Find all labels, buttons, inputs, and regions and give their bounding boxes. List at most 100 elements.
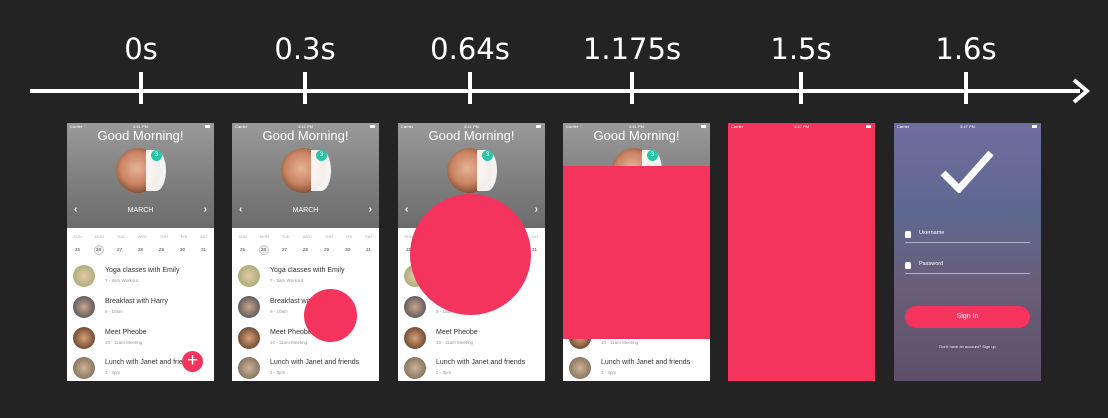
date-row: 25 26 27 28 29 30 31 xyxy=(232,245,379,255)
timeline-tick xyxy=(799,72,803,104)
date-cell[interactable]: 30 xyxy=(179,247,185,252)
item-title: Meet Pheobe xyxy=(105,329,147,336)
list-item[interactable]: Meet Pheobe 10 - 11am Meeting xyxy=(238,325,379,355)
date-cell[interactable]: 27 xyxy=(281,247,287,252)
item-title: Breakfast with Harry xyxy=(105,298,169,305)
list-item[interactable]: Lunch with Janet and friends 2 - 3pm xyxy=(238,355,379,381)
password-placeholder: Password xyxy=(919,261,944,267)
avatar xyxy=(238,327,260,349)
date-cell-selected[interactable]: 26 xyxy=(93,245,104,255)
avatar xyxy=(73,265,95,287)
weekday-label: SUN xyxy=(73,234,82,239)
item-subtitle: 10 - 11am Meeting xyxy=(270,340,308,345)
status-time: 3:41 PM xyxy=(133,124,148,129)
list-item[interactable]: Lunch with Janet and friends 2 - 3pm xyxy=(404,355,545,381)
list-item[interactable]: Yoga classes with Emily 7 - 8am Workout xyxy=(73,263,214,293)
date-cell[interactable]: 28 xyxy=(137,247,143,252)
weekday-label: SUN xyxy=(238,234,247,239)
sign-up-link[interactable]: Don't have an account? Sign up xyxy=(939,344,996,349)
chevron-right-icon[interactable]: › xyxy=(534,204,538,215)
date-cell[interactable]: 29 xyxy=(158,247,164,252)
notification-badge: 3 xyxy=(151,150,162,161)
timeline-axis xyxy=(30,89,1080,93)
checkmark-icon xyxy=(940,150,994,193)
notification-badge: 3 xyxy=(482,150,493,161)
weekday-label: WED xyxy=(137,234,147,239)
frame-0s: Carrier 3:41 PM Good Morning! 3 ‹ MARCH … xyxy=(67,123,214,381)
carrier-label: Carrier xyxy=(235,124,248,129)
chevron-left-icon[interactable]: ‹ xyxy=(74,204,78,215)
avatar xyxy=(238,265,260,287)
date-cell[interactable]: 30 xyxy=(344,247,350,252)
weekday-label: MON xyxy=(259,234,270,239)
status-time: 3:47 PM xyxy=(794,124,809,129)
add-event-button[interactable]: + xyxy=(182,351,203,372)
avatar xyxy=(73,357,95,379)
list-item[interactable]: Breakfast with Harry 9 - 10am xyxy=(238,294,379,324)
chevron-right-icon[interactable]: › xyxy=(203,204,207,215)
date-cell-selected[interactable]: 26 xyxy=(258,245,269,255)
date-cell[interactable]: 28 xyxy=(302,247,308,252)
user-icon xyxy=(905,231,911,238)
timeline-tick xyxy=(630,72,634,104)
date-cell[interactable]: 25 xyxy=(405,247,411,252)
avatar xyxy=(404,296,426,318)
avatar xyxy=(569,357,591,379)
sign-in-button[interactable]: Sign In xyxy=(905,306,1030,328)
weekday-label: THU xyxy=(159,234,169,239)
weekday-row: SUN MON TUE WED THU FRI SAT xyxy=(232,234,379,239)
date-row: 25 26 27 28 29 30 31 xyxy=(67,245,214,255)
list-item[interactable]: Meet Pheobe 10 - 11am Meeting xyxy=(73,325,214,355)
list-item[interactable]: Meet Pheobe 10 - 11am Meeting xyxy=(404,325,545,355)
item-subtitle: 7 - 8am Workout xyxy=(270,278,304,283)
status-time: 3:41 PM xyxy=(464,124,479,129)
list-item[interactable]: Yoga classes with Emily 7 - 8am Workout xyxy=(238,263,379,293)
item-title: Lunch with Janet and friends xyxy=(436,359,526,366)
weekday-label: SUN xyxy=(404,234,413,239)
item-title: Breakfast with Harry xyxy=(270,298,334,305)
status-time: 3:41 PM xyxy=(298,124,313,129)
avatar xyxy=(238,296,260,318)
chevron-left-icon[interactable]: ‹ xyxy=(239,204,243,215)
lock-icon xyxy=(905,262,911,269)
chevron-left-icon[interactable]: ‹ xyxy=(405,204,409,215)
item-title: Lunch with Janet and friends xyxy=(105,359,195,366)
chevron-right-icon[interactable]: › xyxy=(368,204,372,215)
item-title: Yoga classes with Emily xyxy=(270,267,345,274)
weekday-label: FRI xyxy=(345,234,353,239)
battery-icon xyxy=(370,125,375,128)
weekday-label: TUE xyxy=(281,234,290,239)
list-item[interactable]: Breakfast with Harry 9 - 10am xyxy=(73,294,214,324)
date-cell[interactable]: 27 xyxy=(116,247,122,252)
password-field[interactable]: Password xyxy=(905,260,1030,274)
avatar xyxy=(404,357,426,379)
timeline-label: 0.64s xyxy=(430,32,510,66)
date-cell[interactable]: 31 xyxy=(365,247,371,252)
battery-icon xyxy=(205,125,210,128)
date-cell[interactable]: 25 xyxy=(239,247,245,252)
status-time: 3:47 PM xyxy=(960,124,975,129)
weekday-label: SAT xyxy=(531,234,539,239)
avatar xyxy=(404,327,426,349)
date-cell[interactable]: 25 xyxy=(74,247,80,252)
weekday-label: SAT xyxy=(365,234,373,239)
date-cell[interactable]: 31 xyxy=(200,247,206,252)
list-item[interactable]: Lunch with Janet and friends 2 - 3pm xyxy=(73,355,214,381)
item-subtitle: 2 - 3pm xyxy=(270,370,286,375)
item-title: Lunch with Janet and friends xyxy=(270,359,360,366)
battery-icon xyxy=(866,125,871,128)
username-field[interactable]: Username xyxy=(905,229,1030,243)
date-cell[interactable]: 31 xyxy=(531,247,537,252)
date-cell[interactable]: 29 xyxy=(323,247,329,252)
list-item[interactable]: Lunch with Janet and friends 2 - 3pm xyxy=(569,355,710,381)
timeline-label: 1.175s xyxy=(582,32,682,66)
greeting-title: Good Morning! xyxy=(428,128,515,143)
weekday-label: THU xyxy=(324,234,334,239)
month-label: MARCH xyxy=(127,207,154,214)
item-title: Meet Pheobe xyxy=(436,329,478,336)
timeline-label: 1.6s xyxy=(935,32,997,66)
month-label: MARCH xyxy=(292,207,319,214)
reveal-circle xyxy=(410,194,531,315)
avatar xyxy=(73,296,95,318)
item-subtitle: 10 - 11am Meeting xyxy=(105,340,143,345)
